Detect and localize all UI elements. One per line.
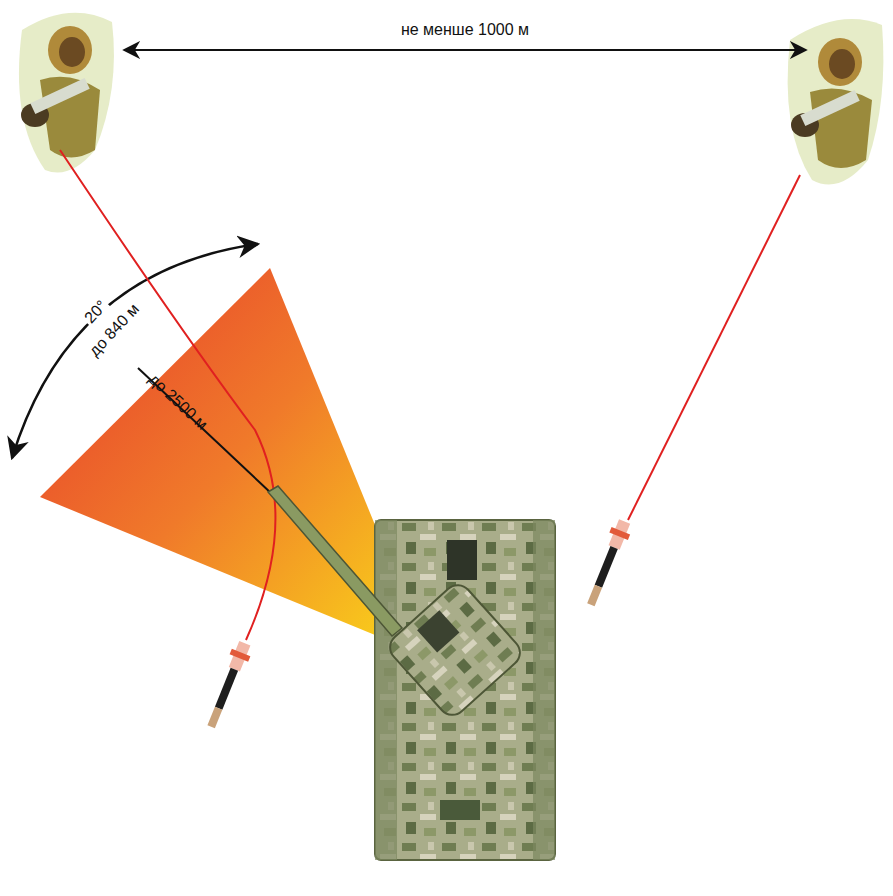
tank bbox=[268, 486, 555, 860]
missile-trajectory bbox=[628, 175, 800, 520]
soldier-right bbox=[788, 19, 884, 184]
soldier-left bbox=[19, 13, 114, 173]
distance-arrow bbox=[124, 49, 806, 51]
distance-label: не менше 1000 м bbox=[399, 21, 531, 39]
range-line bbox=[138, 368, 272, 494]
missile-left bbox=[202, 640, 254, 731]
missile-right bbox=[582, 518, 634, 609]
fire-sector bbox=[40, 268, 375, 635]
missile-trajectory bbox=[60, 150, 275, 640]
angle-arc bbox=[12, 244, 258, 458]
